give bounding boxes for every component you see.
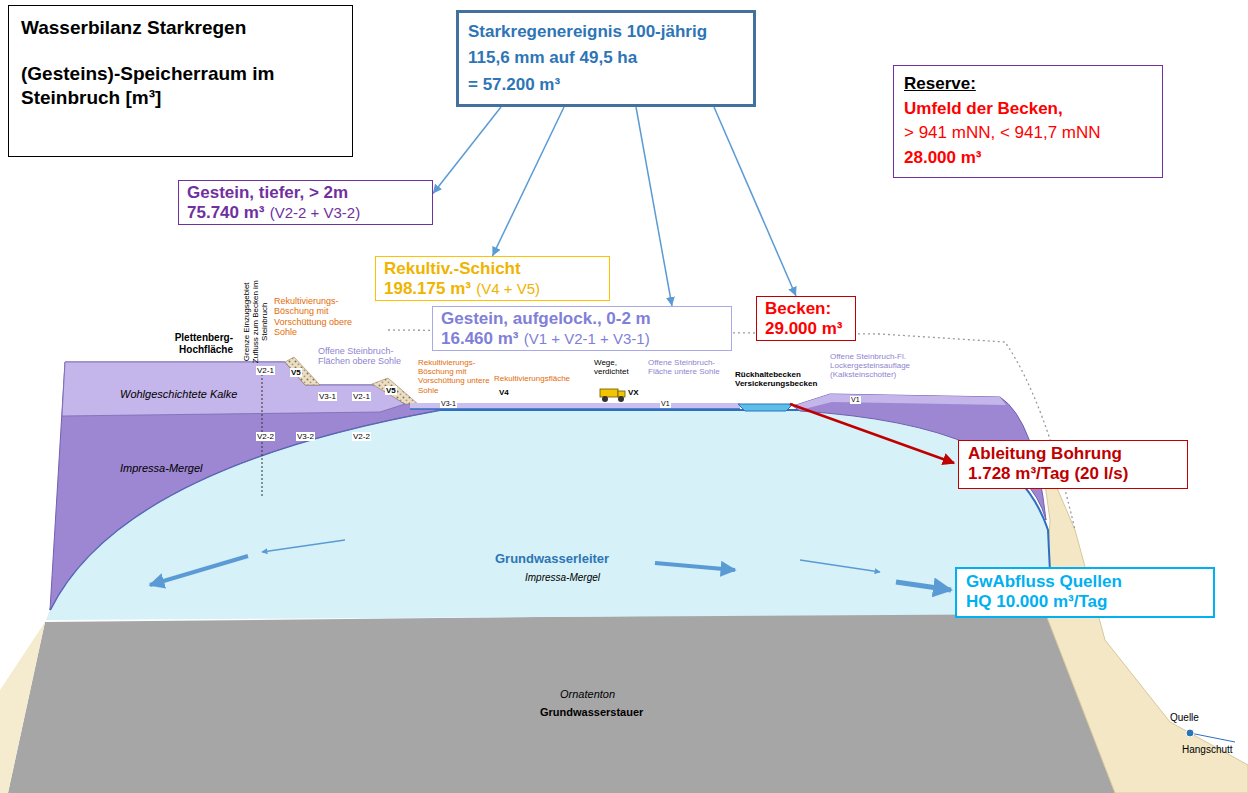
volume-code: VX bbox=[628, 388, 639, 397]
box-text: (V4 + V5) bbox=[476, 280, 540, 297]
place-label: Plettenberg-Hochfläche bbox=[163, 332, 233, 355]
spring-label: Quelle bbox=[1170, 712, 1199, 724]
process-box: Starkregenereignis 100-jährig 115,6 mm au… bbox=[456, 10, 756, 107]
flow-arrow bbox=[636, 107, 672, 306]
gravel-fill bbox=[372, 378, 418, 404]
volume-code: V3-1 bbox=[318, 392, 337, 401]
layer-label: Impressa-Mergel bbox=[120, 462, 203, 475]
title-box: Wasserbilanz Starkregen (Gesteins)-Speich… bbox=[8, 5, 353, 157]
box-text: Rekultiv.-Schicht bbox=[384, 259, 521, 278]
layer-label: Ornatenton bbox=[560, 688, 615, 701]
box-text: (V1 + V2-1 + V3-1) bbox=[524, 330, 650, 347]
box-text: 29.000 m³ bbox=[765, 319, 843, 338]
layer-label: Impressa-Mergel bbox=[525, 572, 600, 584]
flow-arrow bbox=[493, 107, 565, 256]
gravel-fill bbox=[285, 357, 320, 385]
box-text: > 941 mNN, < 941,7 mNN bbox=[904, 123, 1101, 142]
loose-rock-layer bbox=[793, 394, 1006, 410]
box-text: 115,6 mm auf 49,5 ha bbox=[468, 48, 637, 67]
box-text: Becken: bbox=[765, 299, 831, 318]
box-text: Gestein, aufgelock., 0-2 m bbox=[441, 309, 651, 328]
volume-code: V4 bbox=[498, 388, 510, 397]
box-text: (Gesteins)-Speicherraum im Steinbruch [m… bbox=[21, 63, 274, 108]
storage-box: Rekultiv.-Schicht198.175 m³ (V4 + V5) bbox=[375, 256, 610, 301]
outflow-box: GwAbfluss QuellenHQ 10.000 m³/Tag bbox=[955, 567, 1215, 618]
box-text: Wasserbilanz Starkregen bbox=[21, 17, 246, 38]
layer-label: Wohlgeschichtete Kalke bbox=[120, 388, 237, 401]
box-text: Gestein, tiefer, > 2m bbox=[187, 183, 348, 202]
zone-label: Rekultivierungsfläche bbox=[494, 374, 570, 383]
volume-code: V2-2 bbox=[352, 432, 371, 441]
box-text: 75.740 m³ bbox=[187, 203, 265, 222]
boundary-label: Grenze Einzugsgebiet Zufluss zum Becken … bbox=[242, 277, 270, 367]
zone-label: Rekultivierungs-Böschung mit Vorschüttun… bbox=[418, 358, 494, 395]
box-text: GwAbfluss Quellen bbox=[966, 572, 1122, 591]
layer-label: Grundwasserleiter bbox=[495, 552, 609, 567]
volume-code: V2-1 bbox=[256, 366, 275, 375]
volume-code: V2-1 bbox=[352, 392, 371, 401]
drainage-arrow bbox=[790, 404, 954, 463]
slope-debris bbox=[1040, 448, 1248, 793]
layer-label: Grundwasserstauer bbox=[540, 706, 643, 719]
flow-arrow bbox=[433, 107, 501, 194]
reserve-box: Reserve: Umfeld der Becken, > 941 mNN, < 9… bbox=[893, 65, 1163, 178]
volume-code: V1 bbox=[850, 396, 861, 404]
outflow-arrow bbox=[896, 582, 951, 590]
zone-label: Offene Steinbruch-Fl. Lockergesteinsaufl… bbox=[830, 352, 928, 380]
zone-label: Offene Steinbruch-Flächen obere Sohle bbox=[318, 346, 410, 367]
box-text: Ableitung Bohrung bbox=[968, 444, 1122, 463]
basin-label: Rückhaltebecken Versickerungsbecken bbox=[735, 370, 829, 388]
box-text: 198.175 m³ bbox=[384, 279, 471, 298]
former-surface bbox=[388, 330, 1075, 530]
box-text: Reserve: bbox=[904, 74, 976, 93]
box-text: 16.460 m³ bbox=[441, 329, 519, 348]
volume-code: V5 bbox=[385, 386, 397, 395]
floor-layer bbox=[410, 403, 740, 409]
box-text: 1.728 m³/Tag (20 l/s) bbox=[968, 464, 1128, 483]
zone-label: Wege, verdichtet bbox=[594, 358, 644, 376]
flow-arrow bbox=[714, 107, 796, 296]
box-text: HQ 10.000 m³/Tag bbox=[966, 592, 1107, 611]
zone-label: Offene Steinbruch-Fläche untere Sohle bbox=[648, 358, 732, 376]
drainage-box: Ableitung Bohrung1.728 m³/Tag (20 l/s) bbox=[958, 440, 1188, 489]
box-text: = 57.200 m³ bbox=[468, 75, 560, 94]
box-text: 28.000 m³ bbox=[904, 148, 982, 167]
slope-debris bbox=[0, 622, 45, 793]
zone-label: Rekultivierungs-Böschung mit Vorschüttun… bbox=[274, 296, 358, 337]
volume-code: V5 bbox=[290, 368, 302, 377]
volume-code: V3-1 bbox=[440, 400, 457, 408]
limestone-layer bbox=[62, 362, 405, 416]
storage-box: Becken:29.000 m³ bbox=[756, 296, 856, 341]
spring-symbol bbox=[1186, 729, 1194, 737]
retention-basin bbox=[738, 404, 793, 411]
volume-code: V2-2 bbox=[256, 432, 275, 441]
aquitard bbox=[8, 612, 1115, 793]
storage-box: Gestein, aufgelock., 0-2 m16.460 m³ (V1 +… bbox=[432, 306, 732, 351]
layer-label: Hangschutt bbox=[1182, 744, 1233, 756]
marl-layer bbox=[50, 362, 440, 610]
box-text: Starkregenereignis 100-jährig bbox=[468, 22, 707, 41]
storage-box: Gestein, tiefer, > 2m75.740 m³ (V2-2 + V3… bbox=[178, 180, 433, 225]
truck-icon bbox=[600, 389, 625, 402]
box-text: Umfeld der Becken, bbox=[904, 99, 1063, 118]
volume-code: V3-2 bbox=[296, 432, 315, 441]
box-text: (V2-2 + V3-2) bbox=[270, 204, 360, 221]
volume-code: V1 bbox=[660, 400, 671, 408]
